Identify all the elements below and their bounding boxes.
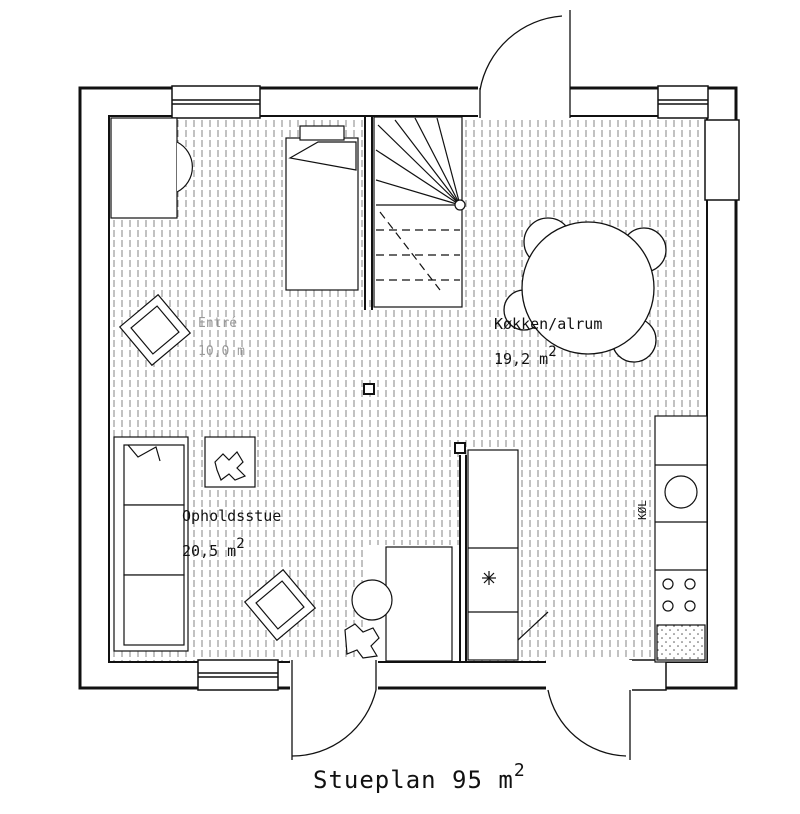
armchair-2 bbox=[243, 568, 317, 642]
interior-walls bbox=[363, 116, 467, 662]
sofa bbox=[113, 436, 189, 652]
entry-room-name: Entré bbox=[198, 316, 237, 331]
kitchen-room-name: Køkken/alrum bbox=[494, 315, 602, 333]
asterisk-icon bbox=[482, 571, 496, 585]
entry-cupboard bbox=[344, 546, 453, 662]
kitchen-room-area: 19,2 m2 bbox=[494, 344, 557, 368]
fridge-label: KØL bbox=[636, 500, 649, 520]
entry-room-area: 10,0 m bbox=[198, 344, 245, 359]
armchair-1 bbox=[118, 293, 192, 367]
windows bbox=[171, 85, 740, 691]
plant-table bbox=[204, 436, 256, 488]
living-room-area: 20,5 m2 bbox=[182, 536, 245, 560]
cabinet-top-left bbox=[110, 117, 193, 219]
doors bbox=[290, 10, 632, 760]
plan-title: Stueplan 95 m2 bbox=[313, 760, 526, 794]
kitchen-counter bbox=[467, 449, 549, 661]
outer-walls bbox=[78, 86, 738, 690]
kitchen-unit-right bbox=[654, 415, 708, 663]
staircase bbox=[373, 116, 466, 308]
living-room-name: Opholdsstue bbox=[182, 507, 281, 525]
bed bbox=[285, 125, 359, 291]
dining-table bbox=[503, 217, 667, 363]
